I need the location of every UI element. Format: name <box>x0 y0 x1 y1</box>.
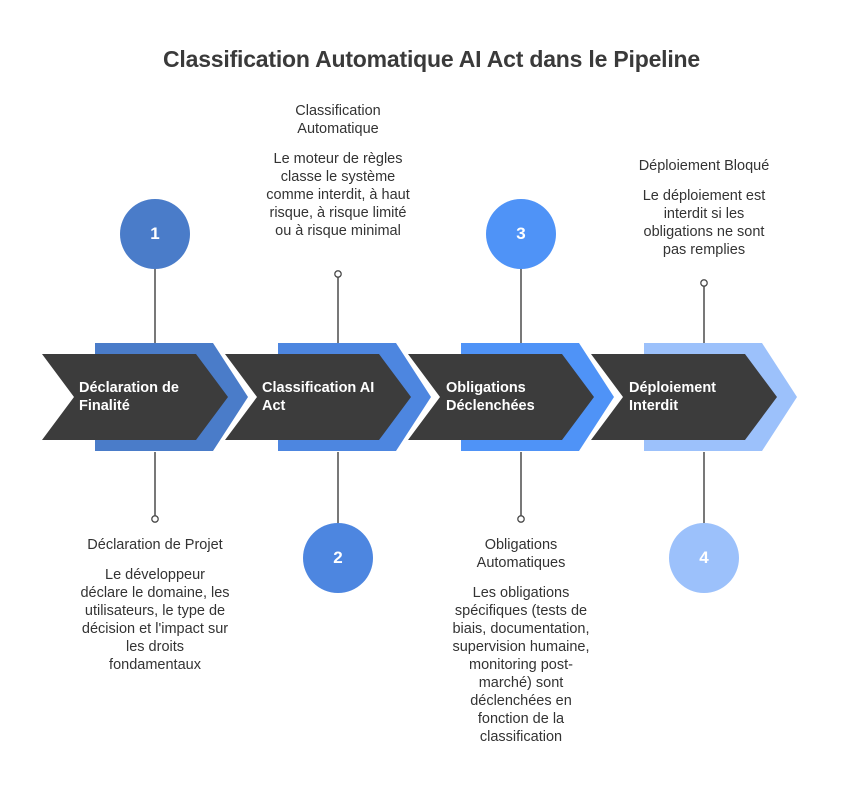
chevron-step-3 <box>408 354 594 440</box>
step-number-1: 1 <box>150 224 160 243</box>
connector-dot-4 <box>700 279 708 287</box>
chevron-step-1 <box>42 354 228 440</box>
connector-dot-3 <box>517 515 525 523</box>
step-description-1: Le développeur déclare le domaine, les u… <box>80 567 230 673</box>
step-circle-4 <box>669 523 739 593</box>
step-number-2: 2 <box>333 548 343 567</box>
step-number-4: 4 <box>699 548 709 567</box>
step-circle-1 <box>120 199 190 269</box>
step-number-3: 3 <box>516 224 526 243</box>
chevron-label-4: Déploiement Interdit <box>629 380 717 414</box>
chevron-label-3: Obligations Déclenchées <box>446 380 535 414</box>
step-text-2: Classification Automatique Le moteur de … <box>266 102 410 240</box>
chevron-step-4 <box>591 354 777 440</box>
step-heading-1: Déclaration de Projet <box>87 537 223 553</box>
connector-dot-1 <box>151 515 159 523</box>
step-heading-2: Classification Automatique <box>295 103 381 137</box>
step-text-4: Déploiement Bloqué Le déploiement est in… <box>630 157 778 259</box>
chevron-label-1: Déclaration de Finalité <box>79 380 179 414</box>
chevron-label-2: Classification AI Act <box>262 380 375 414</box>
step-description-2: Le moteur de règles classe le système co… <box>266 151 410 239</box>
step-heading-3: Obligations Automatiques <box>476 537 566 571</box>
step-circle-3 <box>486 199 556 269</box>
connector-dot-2 <box>334 270 342 278</box>
step-text-1: Déclaration de Projet Le développeur déc… <box>80 536 230 674</box>
step-description-3: Les obligations spécifiques (tests de bi… <box>452 585 590 745</box>
step-description-4: Le déploiement est interdit si les oblig… <box>642 188 766 258</box>
chevron-step-2 <box>225 354 411 440</box>
step-heading-4: Déploiement Bloqué <box>638 158 770 174</box>
step-circle-2 <box>303 523 373 593</box>
step-text-3: Obligations Automatiques Les obligations… <box>450 536 592 746</box>
diagram-title: Classification Automatique AI Act dans l… <box>163 46 700 72</box>
